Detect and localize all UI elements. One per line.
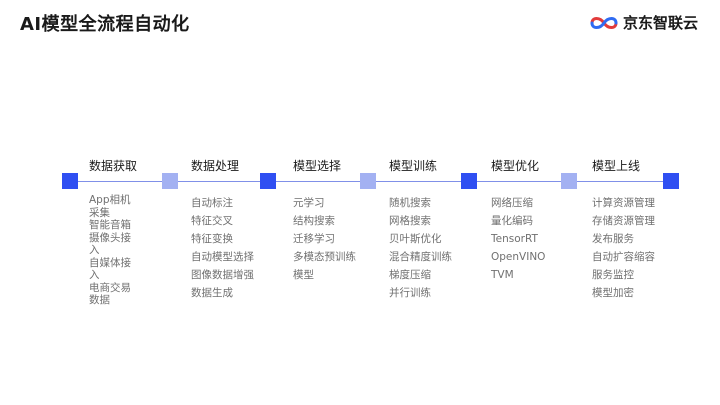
stage-item: 混合精度训练 — [389, 251, 452, 263]
stage-item: 图像数据增强 — [191, 269, 254, 281]
stage-item: 并行训练 — [389, 287, 431, 299]
stage-item: 网络压缩 — [491, 197, 533, 209]
stage-items: 随机搜索 网格搜索 贝叶斯优化 混合精度训练 梯度压缩 并行训练 — [389, 194, 452, 302]
stage-items: 自动标注 特征交叉 特征变换 自动模型选择 图像数据增强 数据生成 — [191, 194, 254, 302]
stage-item: 发布服务 — [592, 233, 634, 245]
brand-logo: 京东智联云 — [589, 12, 698, 33]
stage-item: 模型 — [293, 269, 314, 281]
stage-item: 摄像头接入 — [89, 231, 131, 257]
stage-item: 迁移学习 — [293, 233, 335, 245]
stage-connector-node — [360, 173, 376, 189]
stage-node — [461, 173, 477, 189]
stage-items: 计算资源管理 存储资源管理 发布服务 自动扩容缩容 服务监控 模型加密 — [592, 194, 655, 302]
page-title: AI模型全流程自动化 — [20, 14, 190, 35]
stage-item: 电商交易数据 — [89, 281, 131, 307]
stage-item: 自媒体接入 — [89, 256, 131, 282]
stage-title: 模型上线 — [592, 159, 641, 173]
stage-item: 自动模型选择 — [191, 251, 254, 263]
stage-node — [663, 173, 679, 189]
stage-item: 自动扩容缩容 — [592, 251, 655, 263]
stage-item: 存储资源管理 — [592, 215, 655, 227]
stage-node — [62, 173, 78, 189]
stage-item: TensorRT — [491, 233, 538, 245]
stage-item: 特征变换 — [191, 233, 233, 245]
stage-item: 梯度压缩 — [389, 269, 431, 281]
stage-connector-node — [162, 173, 178, 189]
stage-title: 模型训练 — [389, 159, 438, 173]
stage-item: 网格搜索 — [389, 215, 431, 227]
stage-title: 模型选择 — [293, 159, 342, 173]
stage-items: 网络压缩 量化编码 TensorRT OpenVINO TVM — [491, 194, 545, 284]
stage-item: 随机搜索 — [389, 197, 431, 209]
stage-item: 多模态预训练 — [293, 251, 356, 263]
stage-item: App相机采集 — [89, 194, 131, 219]
stage-item: 智能音箱 — [89, 219, 131, 231]
stage-item: 结构搜索 — [293, 215, 335, 227]
stage-item: OpenVINO — [491, 251, 546, 263]
stage-item: 模型加密 — [592, 287, 634, 299]
stage-item: 数据生成 — [191, 287, 233, 299]
stage-item: 贝叶斯优化 — [389, 233, 442, 245]
stage-item: 计算资源管理 — [592, 197, 655, 209]
stage-item: 量化编码 — [491, 215, 533, 227]
stage-item: 服务监控 — [592, 269, 634, 281]
stage-item: 元学习 — [293, 197, 325, 209]
stage-node — [260, 173, 276, 189]
stage-item: 自动标注 — [191, 197, 233, 209]
brand-name: 京东智联云 — [622, 14, 698, 32]
stage-title: 数据处理 — [191, 159, 240, 173]
stage-title: 数据获取 — [89, 159, 138, 173]
stage-items: 元学习 结构搜索 迁移学习 多模态预训练 模型 — [293, 194, 356, 284]
stage-title: 模型优化 — [491, 159, 540, 173]
stage-connector-node — [561, 173, 577, 189]
stage-item: TVM — [491, 269, 514, 281]
brand-logo-icon — [590, 16, 618, 29]
stage-items: App相机采集 智能音箱 摄像头接入 自媒体接入 电商交易数据 — [89, 194, 135, 307]
stage-item: 特征交叉 — [191, 215, 233, 227]
